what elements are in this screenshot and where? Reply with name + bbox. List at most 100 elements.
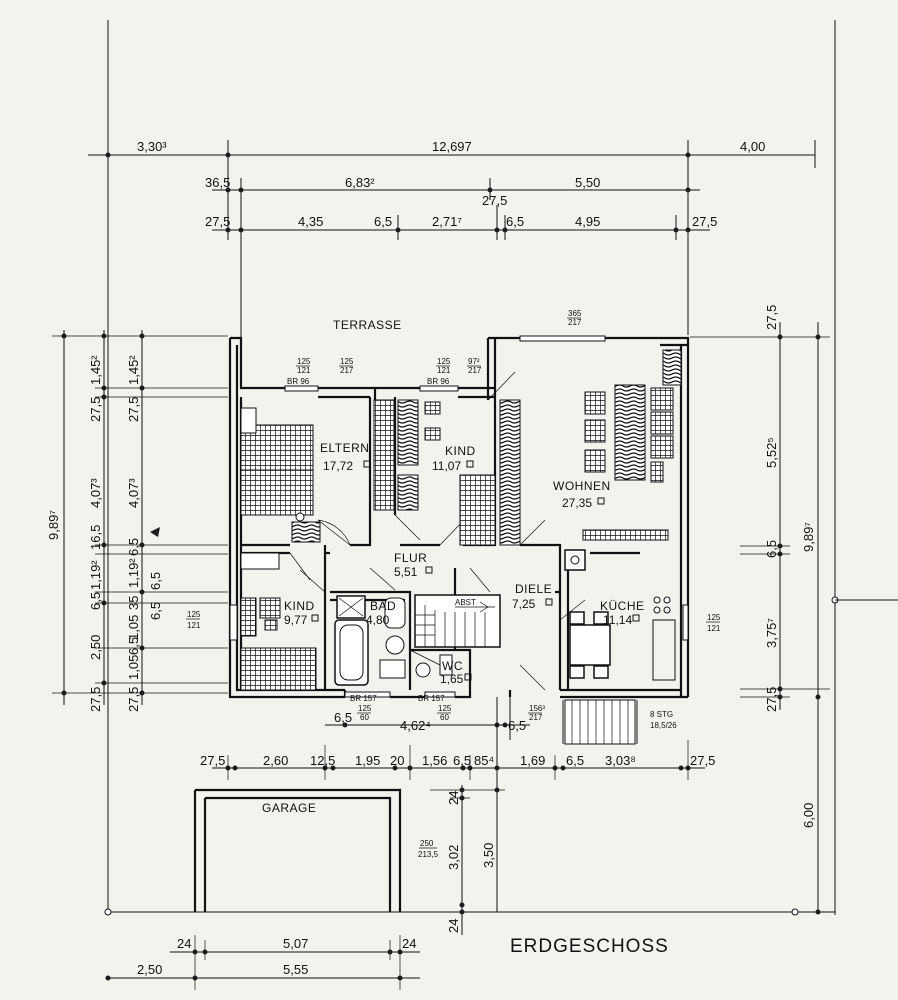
right-dimension-lines [690,322,830,915]
dim-row2-36-5: 36,5 [205,175,230,190]
dim-left-c3-6-5-b: 6,5 [148,602,163,620]
top-dimension-lines [88,140,816,340]
dim-left-c1-1-452: 1,45² [88,355,103,385]
left-dimension-lines [52,330,228,705]
opening-br157-b: BR 157 [418,694,445,703]
dim-left-9-897: 9,89⁷ [46,510,61,540]
room-bad-area: 4,80 [366,613,390,627]
dim-b2-6-5-b: 6,5 [566,753,584,768]
dim-left-c3-6-5-a: 6,5 [148,572,163,590]
dim-garage-v-24-bottom: 24 [446,919,461,933]
svg-text:156³: 156³ [529,704,545,713]
dim-b2-3-038: 3,03⁸ [605,753,636,768]
dim-garage-v-24-top: 24 [446,791,461,805]
dim-left-c1-27-5-b: 27,5 [88,687,103,712]
svg-text:365: 365 [568,309,582,318]
room-kind-top-area: 11,07 [432,459,461,473]
dim-left-c2-6-5-b: 6,5 [126,637,141,655]
dim-left-c2-35: 35 [126,596,141,610]
room-wc-area: 1,65 [440,672,464,686]
room-flur-label: FLUR [394,551,427,565]
dim-left-c2-4-073: 4,07³ [126,478,141,508]
room-wohnen-label: WOHNEN [553,479,611,493]
dim-bottom-6-5-a: 6,5 [334,710,352,725]
dim-b2-2-60: 2,60 [263,753,288,768]
dim-garage-2-50: 2,50 [137,962,162,977]
svg-text:97²: 97² [468,357,480,366]
dim-left-c2-1-05-b: 1,05 [126,655,141,680]
dim-left-c2-27-5: 27,5 [126,397,141,422]
dim-garage-v-3-50: 3,50 [481,843,496,868]
dim-left-c1-1-192: 1,19² [88,560,103,590]
dim-left-c1-27-5: 27,5 [88,397,103,422]
svg-text:125: 125 [438,704,452,713]
dim-top-12-697: 12,697 [432,139,472,154]
room-eltern-label: ELTERN [320,441,369,455]
dim-left-c1-4-073: 4,07³ [88,478,103,508]
dim-row3-6-5-b: 6,5 [506,214,524,229]
bottom-dimension-lines [105,697,705,990]
opening-br96-b: BR 96 [427,377,450,386]
svg-text:60: 60 [440,713,449,722]
svg-text:125: 125 [297,357,311,366]
svg-text:60: 60 [360,713,369,722]
dim-right-6-00: 6,00 [801,803,816,828]
dim-garage-5-55: 5,55 [283,962,308,977]
svg-text:121: 121 [437,366,451,375]
dim-b2-1-69: 1,69 [520,753,545,768]
dim-b2-12-5: 12,5 [310,753,335,768]
opening-br157-a: BR 157 [350,694,377,703]
svg-text:125: 125 [340,357,354,366]
stairs-rise-run: 18,5/26 [650,721,677,730]
room-kind-bottom-area: 9,77 [284,613,308,627]
dim-right-27-5-top: 27,5 [764,305,779,330]
svg-text:125: 125 [187,610,201,619]
room-bad-label: BAD [370,599,396,613]
dim-b2-6-5: 6,5 [453,753,471,768]
dim-left-c2-1-192: 1,19² [126,558,141,588]
dim-row3-6-5-a: 6,5 [374,214,392,229]
dim-right-6-5: 6,5 [764,540,779,558]
door-swings [289,371,586,691]
room-terrasse-label: TERRASSE [333,318,402,332]
room-kueche-area: 11,14 [603,613,632,627]
dim-left-c2-6-5: 6,5 [126,538,141,556]
dim-left-c1-6-5: 6,5 [88,592,103,610]
dim-top-4-00: 4,00 [740,139,765,154]
svg-text:213,5: 213,5 [418,850,439,859]
svg-text:121: 121 [707,624,721,633]
dim-bottom-4-624: 4,62⁴ [400,718,431,733]
room-eltern-area: 17,72 [323,459,353,473]
svg-text:121: 121 [187,621,201,630]
dim-garage-v-3-02: 3,02 [446,845,461,870]
room-wc-label: WC [442,659,463,673]
dim-right-27-5-bottom: 27,5 [764,687,779,712]
dim-left-c1-16-5: 16,5 [88,525,103,550]
svg-text:121: 121 [297,366,311,375]
room-flur-area: 5,51 [394,565,418,579]
windows [229,335,689,698]
opening-br96-a: BR 96 [287,377,310,386]
room-kueche-label: KÜCHE [600,599,645,613]
dim-row2-5-50: 5,50 [575,175,600,190]
dim-b2-1-56: 1,56 [422,753,447,768]
dim-b2-1-95: 1,95 [355,753,380,768]
dim-row3-27-5-left: 27,5 [205,214,230,229]
room-garage-label: GARAGE [262,801,316,815]
opening-abst: ABST [455,598,476,607]
dim-b2-20: 20 [390,753,404,768]
dim-top-3-30: 3,30³ [137,139,167,154]
dim-row2-27-5: 27,5 [482,193,507,208]
dim-right-3-757: 3,75⁷ [764,618,779,648]
dim-row3-2-71: 2,71⁷ [432,214,462,229]
dim-row3-27-5-right: 27,5 [692,214,717,229]
svg-text:250: 250 [420,839,434,848]
dim-row3-4-35: 4,35 [298,214,323,229]
svg-text:217: 217 [568,318,582,327]
dim-b2-85: 85⁴ [474,753,494,768]
dim-row3-4-95: 4,95 [575,214,600,229]
furniture [240,349,682,745]
plan-title: ERDGESCHOSS [510,936,669,957]
dim-b2-27-5-b: 27,5 [690,753,715,768]
